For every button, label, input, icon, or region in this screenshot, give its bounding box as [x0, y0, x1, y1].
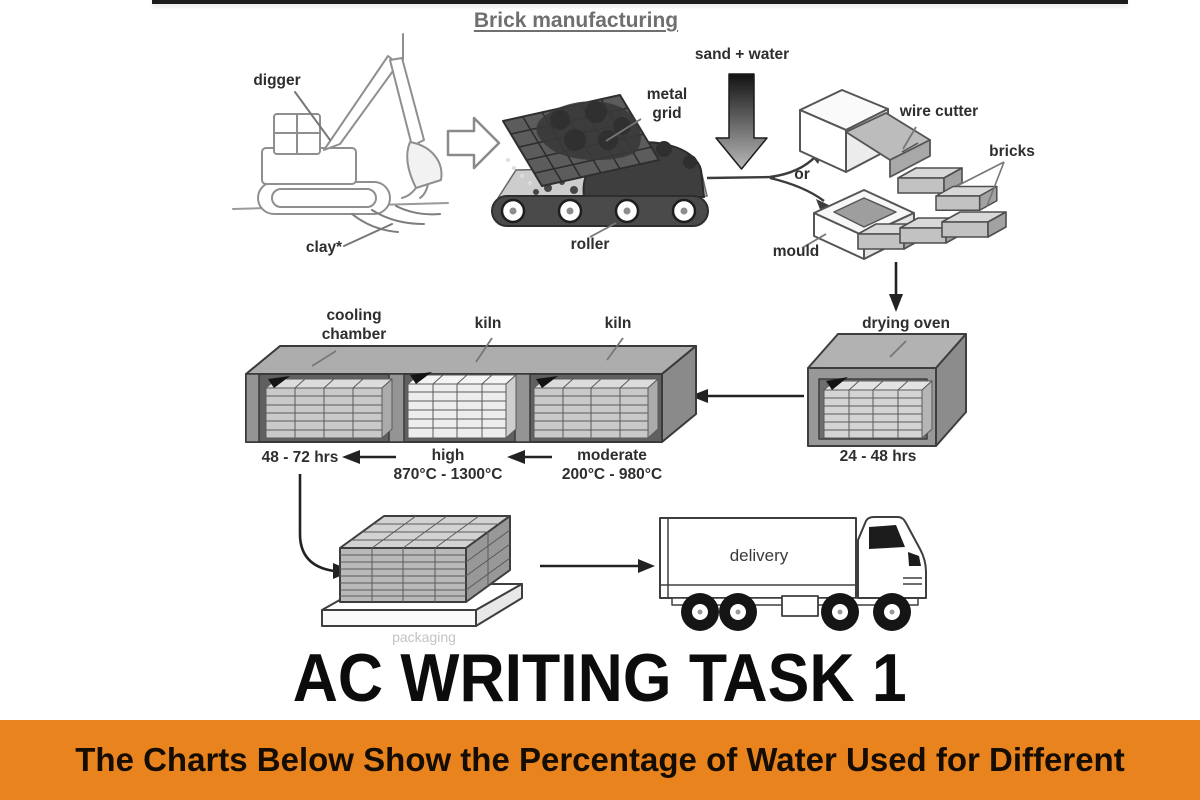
metal-grid-illustration [502, 94, 660, 187]
label-kiln-moderate: moderate 200°C - 980°C [546, 446, 678, 485]
mould-illustration [801, 189, 1007, 260]
diagram-top-border [152, 0, 1128, 4]
rollers [500, 198, 697, 224]
packaging-illustration [321, 515, 523, 627]
label-kiln-moderate-temp: 200°C - 980°C [561, 466, 663, 484]
label-cooling-chamber: cooling chamber [321, 307, 387, 343]
label-drying-oven: drying oven [862, 315, 950, 332]
sand-water-arrow [715, 73, 768, 170]
label-kiln-high-temp: 870°C - 1300°C [393, 466, 503, 484]
delivery-truck-illustration [659, 516, 927, 631]
page-title: AC WRITING TASK 1 [0, 636, 1200, 720]
digger-illustration [232, 33, 449, 247]
banner-text: The Charts Below Show the Percentage of … [75, 741, 1125, 778]
label-bricks: bricks [989, 143, 1035, 160]
kiln-sequence-arrows [342, 450, 552, 464]
wire-cutter-illustration [799, 89, 1005, 212]
drying-oven-illustration [807, 333, 967, 447]
bottom-banner: The Charts Below Show the Percentage of … [0, 720, 1200, 800]
label-clay: clay* [305, 239, 343, 256]
arrow-to-delivery [540, 559, 655, 573]
arrow-oven-to-kiln [690, 389, 804, 403]
label-kiln-first: kiln [474, 315, 502, 332]
brick-manufacturing-diagram: Brick manufacturing digger clay* metal g… [232, 9, 1035, 645]
label-kiln-second: kiln [604, 315, 632, 332]
truck-wheels [681, 593, 911, 631]
page-title-text: AC WRITING TASK 1 [292, 640, 907, 716]
label-delivery: delivery [729, 546, 789, 565]
label-roller: roller [570, 236, 610, 253]
diagram-title: Brick manufacturing [473, 9, 679, 32]
diagram-graphics [232, 33, 1007, 631]
label-kiln-high: high 870°C - 1300°C [382, 446, 514, 485]
kiln-cooling-illustration [245, 337, 697, 443]
label-packaging: packaging [392, 629, 456, 645]
label-kiln-high-level: high [431, 447, 465, 464]
process-arrow-right [446, 116, 501, 170]
label-kiln-moderate-level: moderate [577, 447, 647, 464]
label-mould: mould [772, 243, 820, 260]
label-cooling-time: 48 - 72 hrs [261, 449, 339, 466]
label-wire-cutter: wire cutter [899, 103, 979, 120]
conveyor-illustration [491, 94, 709, 238]
label-digger: digger [253, 72, 301, 89]
label-or: or [794, 166, 810, 183]
label-metal-grid: metal grid [646, 86, 688, 122]
label-sand-water: sand + water [694, 46, 790, 63]
label-drying-oven-time: 24 - 48 hrs [839, 448, 917, 465]
arrow-to-drying-oven [889, 262, 903, 312]
